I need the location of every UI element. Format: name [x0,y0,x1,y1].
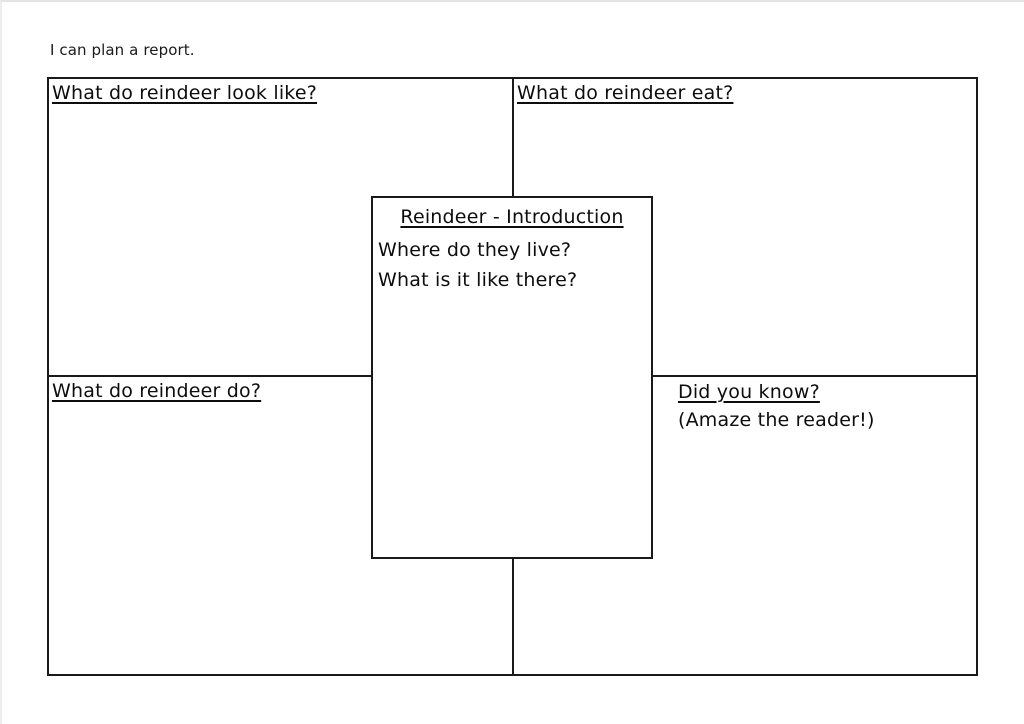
lesson-objective: I can plan a report. [50,41,195,59]
introduction-prompt-where: Where do they live? [378,239,572,261]
quadrant-heading-did-you-know: Did you know? [678,381,820,403]
quadrant-heading-appearance: What do reindeer look like? [52,82,318,104]
introduction-box: Reindeer - Introduction Where do they li… [371,196,653,559]
did-you-know-note: (Amaze the reader!) [678,409,875,431]
quadrant-divider-vertical-bottom [512,556,514,676]
quadrant-divider-vertical-top [512,77,514,198]
writing-area-introduction[interactable] [377,298,649,555]
introduction-prompt-what: What is it like there? [378,269,578,291]
did-you-know-block: Did you know? (Amaze the reader!) [678,379,875,435]
introduction-title: Reindeer - Introduction [400,206,624,228]
quadrant-heading-behaviour: What do reindeer do? [52,380,262,402]
quadrant-heading-diet: What do reindeer eat? [517,82,734,104]
